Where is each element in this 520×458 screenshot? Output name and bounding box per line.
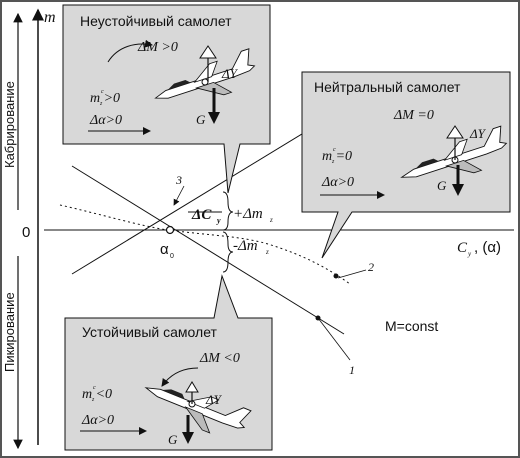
delta-cy-sub: y <box>216 216 221 225</box>
callout-stable-m-sub: z <box>91 397 95 403</box>
curve-3-leader <box>173 185 185 206</box>
curve-2-leader <box>337 269 367 279</box>
callout-unstable-title: Неустойчивый самолет <box>80 13 232 29</box>
x-axis-label-sub: y <box>467 250 472 258</box>
callout-unstable-dalpha: Δα>0 <box>89 113 122 128</box>
callout-unstable-box <box>62 4 271 194</box>
callout-neutral-m-sup: c <box>333 147 336 153</box>
curve-2-label: 2 <box>368 260 374 274</box>
plus-dm-sub: z <box>269 216 273 224</box>
callout-neutral-dalpha: Δα>0 <box>321 175 354 190</box>
curve-2-marker <box>333 273 339 279</box>
curve-2-neutral <box>59 204 351 285</box>
callout-stable-rotation-arrow <box>161 367 199 387</box>
callout-neutral-m: m =0 <box>322 149 352 164</box>
alpha0-sub: 0 <box>170 253 174 260</box>
minus-dm-label: -Δm <box>233 238 258 254</box>
callout-neutral-Y: ΔY <box>469 126 487 141</box>
minus-dm-sub: z <box>265 248 269 256</box>
callout-neutral-dM: ΔM =0 <box>393 108 434 123</box>
callout-stable-aircraft-icon <box>144 387 252 434</box>
callout-unstable-m-sub: z <box>99 101 103 107</box>
callout-stable-Y: ΔY <box>205 392 223 407</box>
y-axis-label: m <box>44 9 56 26</box>
curve-1-label: 1 <box>349 363 355 377</box>
callout-neutral-G: G <box>437 178 447 193</box>
x-axis-label-suffix: , (α) <box>474 239 501 256</box>
origin-label: 0 <box>22 224 30 241</box>
delta-cy-label: ΔC <box>191 207 212 223</box>
callout-neutral: Нейтральный самолет ΔM =0 m =0 c z Δα>0 … <box>301 71 511 259</box>
minus-dm-brace <box>222 231 234 273</box>
callout-stable-dalpha: Δα>0 <box>81 413 114 428</box>
callout-unstable-G: G <box>196 112 206 127</box>
alpha0-label: α <box>160 241 169 258</box>
callout-neutral-box <box>301 71 511 259</box>
callout-stable-title: Устойчивый самолет <box>82 324 218 340</box>
callout-stable-weight-arrow-icon <box>182 432 194 444</box>
callout-stable-m-sup: c <box>93 385 96 391</box>
callout-unstable: Неустойчивый самолет ΔM >0 m >0 c z Δα>0… <box>62 4 271 194</box>
callout-stable-lift-arrow-icon <box>185 381 199 393</box>
callout-unstable-m: m >0 <box>90 91 120 106</box>
callout-unstable-dM: ΔM >0 <box>137 40 178 55</box>
x-axis-label: C <box>457 240 468 256</box>
callout-neutral-lift-arrow-icon <box>446 125 464 139</box>
curve-3-unstable <box>71 122 321 275</box>
callout-unstable-lift-arrow-icon <box>199 45 217 59</box>
alpha0-point <box>165 225 175 235</box>
plus-dm-label: +Δm <box>233 206 263 222</box>
curve-1-leader <box>317 317 351 361</box>
plus-dm-brace <box>222 191 234 231</box>
callout-unstable-cg <box>201 78 209 86</box>
callout-stable-m: m <0 <box>82 387 112 402</box>
pitch-up-label: Кабрирование <box>2 81 17 168</box>
callout-neutral-title: Нейтральный самолет <box>314 79 461 95</box>
callout-unstable-weight-arrow-icon <box>208 112 220 124</box>
callout-neutral-weight-arrow-icon <box>452 184 464 196</box>
condition-label: M=const <box>385 318 438 334</box>
callout-stable-dM: ΔM <0 <box>199 351 240 366</box>
callout-unstable-rotation-arrow <box>107 39 153 63</box>
callout-unstable-Y: ΔY <box>221 66 239 81</box>
callout-stable-G: G <box>168 432 178 447</box>
callout-neutral-m-sub: z <box>331 159 335 165</box>
callout-stable-box <box>64 274 273 451</box>
curve-3-label: 3 <box>175 173 182 187</box>
curve-1-stable <box>71 165 345 335</box>
callout-unstable-m-sup: c <box>101 89 104 95</box>
callout-stable: Устойчивый самолет ΔM <0 m <0 c z Δα>0 Δ… <box>64 274 273 451</box>
pitch-down-label: Пикирование <box>2 292 17 372</box>
